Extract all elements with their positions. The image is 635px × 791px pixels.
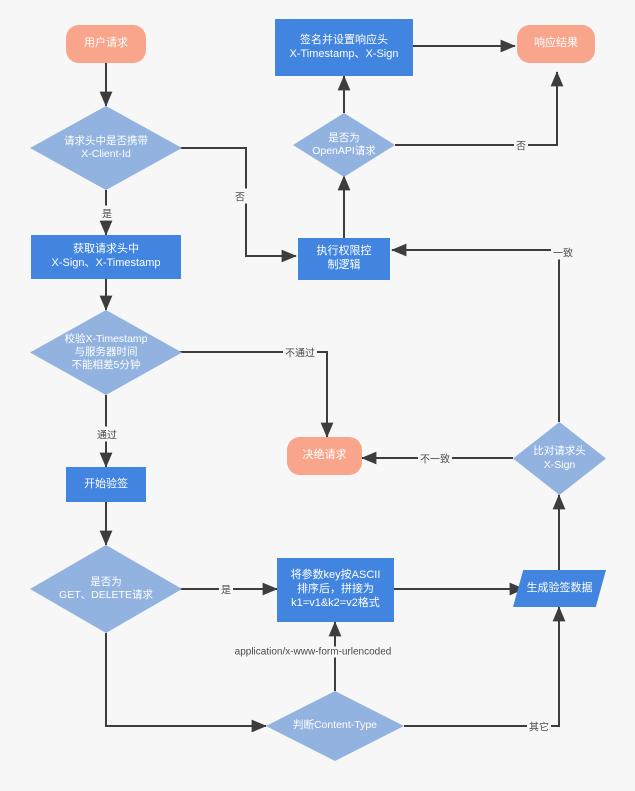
node-compare-sign-label: 比对请求头 X-Sign bbox=[533, 445, 586, 471]
edge-label-content-type-form: application/x-www-form-urlencoded bbox=[232, 646, 394, 658]
node-sort-params-label: 将参数key按ASCII 排序后，拼接为 k1=v1&k2=v2格式 bbox=[290, 569, 381, 609]
node-has-client-id[interactable]: 请求头中是否携带 X-Client-Id bbox=[30, 106, 182, 190]
node-is-openapi-label: 是否为 OpenAPI请求 bbox=[312, 131, 376, 157]
node-auth-control-label: 执行权限控 制逻辑 bbox=[316, 245, 372, 271]
edge-checkts-fail bbox=[172, 351, 334, 438]
node-reject-request-label: 决绝请求 bbox=[302, 449, 347, 462]
node-is-get-delete[interactable]: 是否为 GET、DELETE请求 bbox=[30, 545, 182, 633]
node-user-request[interactable]: 用户请求 bbox=[66, 25, 146, 63]
node-sign-response-label: 签名并设置响应头 X-Timestamp、X-Sign bbox=[289, 33, 399, 60]
edge-label-get-delete-yes: 是 bbox=[219, 581, 233, 597]
edge-label-content-type-other: 其它 bbox=[527, 718, 551, 734]
node-check-timestamp-label: 校验X-Timestamp 与服务器时间 不能相差5分钟 bbox=[64, 332, 148, 372]
node-is-get-delete-label: 是否为 GET、DELETE请求 bbox=[59, 575, 153, 601]
node-has-client-id-label: 请求头中是否携带 X-Client-Id bbox=[64, 134, 148, 160]
node-check-timestamp[interactable]: 校验X-Timestamp 与服务器时间 不能相差5分钟 bbox=[30, 310, 182, 395]
node-gen-sign-data[interactable]: 生成验签数据 bbox=[513, 570, 606, 607]
edge-label-openapi-no: 否 bbox=[514, 137, 528, 153]
node-judge-content-type-label: 判断Content-Type bbox=[292, 719, 378, 732]
edge-label-sign-match: 一致 bbox=[551, 244, 575, 260]
node-compare-sign[interactable]: 比对请求头 X-Sign bbox=[513, 422, 606, 495]
edge-compare-match bbox=[391, 243, 560, 422]
edge-label-sign-mismatch: 不一致 bbox=[418, 450, 452, 466]
edge-label-client-id-yes: 是 bbox=[100, 205, 114, 221]
edge-getdelete-no bbox=[105, 633, 267, 733]
node-response-result-label: 响应结果 bbox=[534, 37, 578, 50]
edge-openapi-no bbox=[395, 71, 564, 146]
node-is-openapi[interactable]: 是否为 OpenAPI请求 bbox=[293, 113, 395, 177]
node-gen-sign-data-label: 生成验签数据 bbox=[526, 581, 593, 594]
edge-label-timestamp-fail: 不通过 bbox=[283, 344, 317, 360]
node-judge-content-type[interactable]: 判断Content-Type bbox=[266, 691, 404, 761]
edge-label-client-id-no: 否 bbox=[233, 188, 247, 204]
node-reject-request[interactable]: 决绝请求 bbox=[287, 437, 362, 475]
node-user-request-label: 用户请求 bbox=[84, 37, 128, 50]
node-response-result[interactable]: 响应结果 bbox=[517, 25, 595, 63]
node-start-verify-label: 开始验签 bbox=[84, 477, 128, 490]
node-sign-response[interactable]: 签名并设置响应头 X-Timestamp、X-Sign bbox=[275, 19, 413, 76]
node-start-verify[interactable]: 开始验签 bbox=[66, 467, 146, 502]
node-get-headers[interactable]: 获取请求头中 X-Sign、X-Timestamp bbox=[31, 235, 181, 279]
edge-label-timestamp-pass: 通过 bbox=[95, 426, 119, 442]
edge-contenttype-other bbox=[404, 606, 566, 727]
node-get-headers-label: 获取请求头中 X-Sign、X-Timestamp bbox=[51, 243, 161, 269]
node-auth-control[interactable]: 执行权限控 制逻辑 bbox=[298, 238, 390, 280]
node-sort-params[interactable]: 将参数key按ASCII 排序后，拼接为 k1=v1&k2=v2格式 bbox=[277, 558, 394, 622]
